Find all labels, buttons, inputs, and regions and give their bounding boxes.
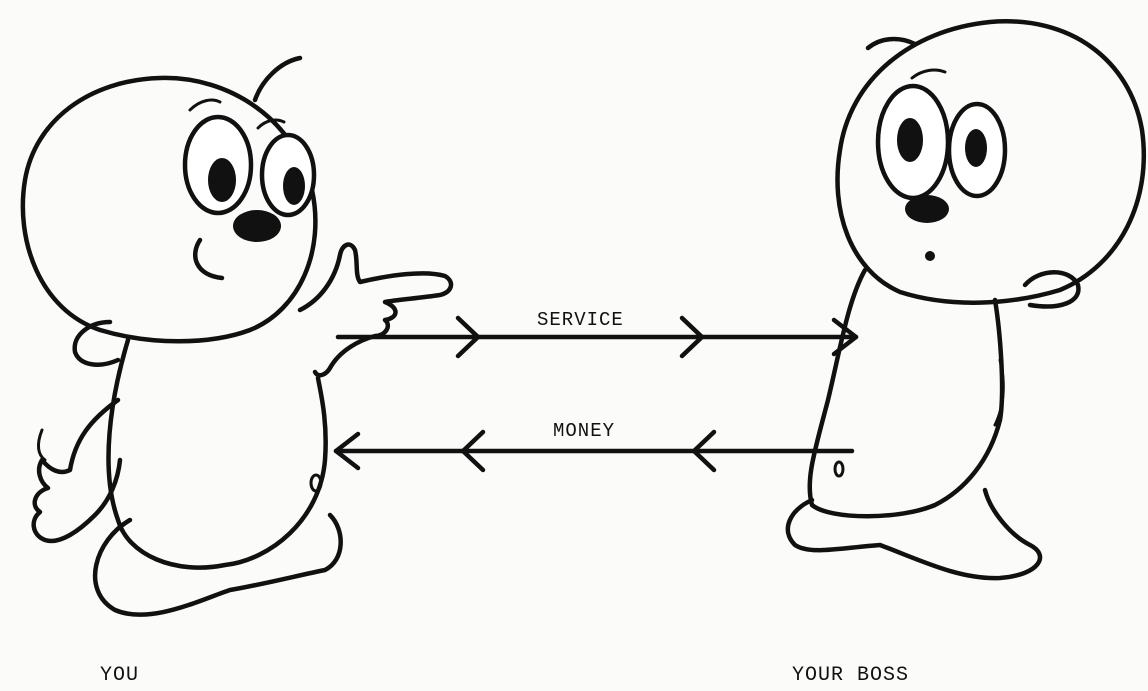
you-left-hand bbox=[31, 397, 123, 544]
you-nose bbox=[233, 210, 281, 242]
boss-head bbox=[835, 19, 1147, 305]
boss-foot bbox=[785, 487, 1043, 581]
you-smile bbox=[193, 237, 225, 281]
boss-mouth bbox=[925, 251, 935, 261]
money-arrow bbox=[333, 429, 855, 473]
you-label: YOU bbox=[100, 664, 140, 687]
you-pointing-arm bbox=[297, 242, 454, 378]
boss-label: YOUR BOSS bbox=[792, 664, 910, 687]
boss-ear bbox=[1022, 270, 1081, 309]
you-foot bbox=[92, 512, 343, 617]
boss-body-outline bbox=[807, 267, 1005, 519]
boss-character bbox=[785, 19, 1147, 581]
boss-nose bbox=[905, 195, 949, 223]
you-character bbox=[20, 55, 454, 617]
you-head bbox=[20, 75, 318, 344]
you-body-outline bbox=[106, 337, 328, 570]
you-ear bbox=[72, 319, 121, 367]
money-label: MONEY bbox=[553, 420, 616, 442]
boss-navel bbox=[833, 460, 845, 478]
boss-hair-curl bbox=[865, 36, 918, 51]
you-hair-curl bbox=[252, 55, 303, 103]
you-navel bbox=[309, 473, 323, 493]
service-arrow bbox=[335, 315, 859, 359]
service-label: SERVICE bbox=[537, 309, 624, 331]
